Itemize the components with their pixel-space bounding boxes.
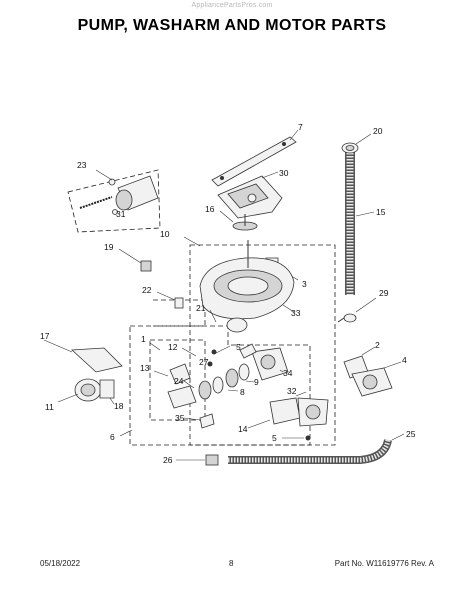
callout-2: 2: [375, 340, 380, 350]
bracket: [174, 297, 184, 309]
footer-part-number: Part No. W11619776 Rev. A: [334, 559, 434, 568]
callout-19: 19: [104, 242, 114, 252]
footer-date: 05/18/2022: [40, 559, 81, 568]
callout-11: 11: [45, 402, 54, 412]
callout-29: 29: [379, 288, 389, 298]
supply-hose: [341, 142, 359, 295]
callout-35: 35: [175, 413, 185, 423]
callout-34: 34: [283, 368, 293, 378]
watermark: AppliancePartsPros.com: [191, 2, 273, 9]
drain-pump: [343, 355, 393, 397]
callout-4: 4: [402, 355, 407, 365]
spray-arm-hub: [232, 214, 258, 231]
callout-5a: 5: [236, 342, 241, 352]
pump-components: [167, 343, 289, 429]
callout-20: 20: [373, 126, 383, 136]
callout-9: 9: [254, 377, 259, 387]
sump-tub: [199, 240, 295, 333]
callout-12: 12: [168, 342, 178, 352]
callout-30: 30: [279, 168, 289, 178]
pump-mount: [71, 347, 123, 402]
callout-31: 31: [116, 209, 126, 219]
page-title: PUMP, WASHARM AND MOTOR PARTS: [77, 17, 387, 34]
callout-10: 10: [160, 229, 170, 239]
callout-3: 3: [302, 279, 307, 289]
callout-27: 27: [199, 357, 209, 367]
screw: [305, 435, 311, 441]
callout-17: 17: [40, 331, 50, 341]
drain-hose: [205, 439, 392, 466]
wash-motor: [269, 397, 329, 427]
spray-arm-bar: [211, 136, 297, 187]
callout-23: 23: [77, 160, 87, 170]
callout-18: 18: [114, 401, 124, 411]
callout-15: 15: [376, 207, 386, 217]
callout-8: 8: [240, 387, 245, 397]
callout-1: 1: [141, 334, 146, 344]
callout-24: 24: [174, 376, 184, 386]
callout-32: 32: [287, 386, 297, 396]
callout-6: 6: [110, 432, 115, 442]
callout-21: 21: [196, 303, 206, 313]
callout-22: 22: [142, 285, 152, 295]
callout-16: 16: [205, 204, 215, 214]
callout-26: 26: [163, 455, 173, 465]
filter-housing: [79, 175, 159, 215]
connector-clip: [140, 260, 152, 272]
callout-7: 7: [298, 122, 303, 132]
callout-25: 25: [406, 429, 416, 439]
footer-page-number: 8: [229, 559, 234, 568]
callout-33: 33: [291, 308, 301, 318]
callout-5b: 5: [272, 433, 277, 443]
callout-13: 13: [140, 363, 150, 373]
callout-14: 14: [238, 424, 248, 434]
inner-pump-frame: [149, 339, 206, 421]
hose-clamp: [337, 313, 357, 323]
middle-spray-arm: [217, 175, 283, 219]
